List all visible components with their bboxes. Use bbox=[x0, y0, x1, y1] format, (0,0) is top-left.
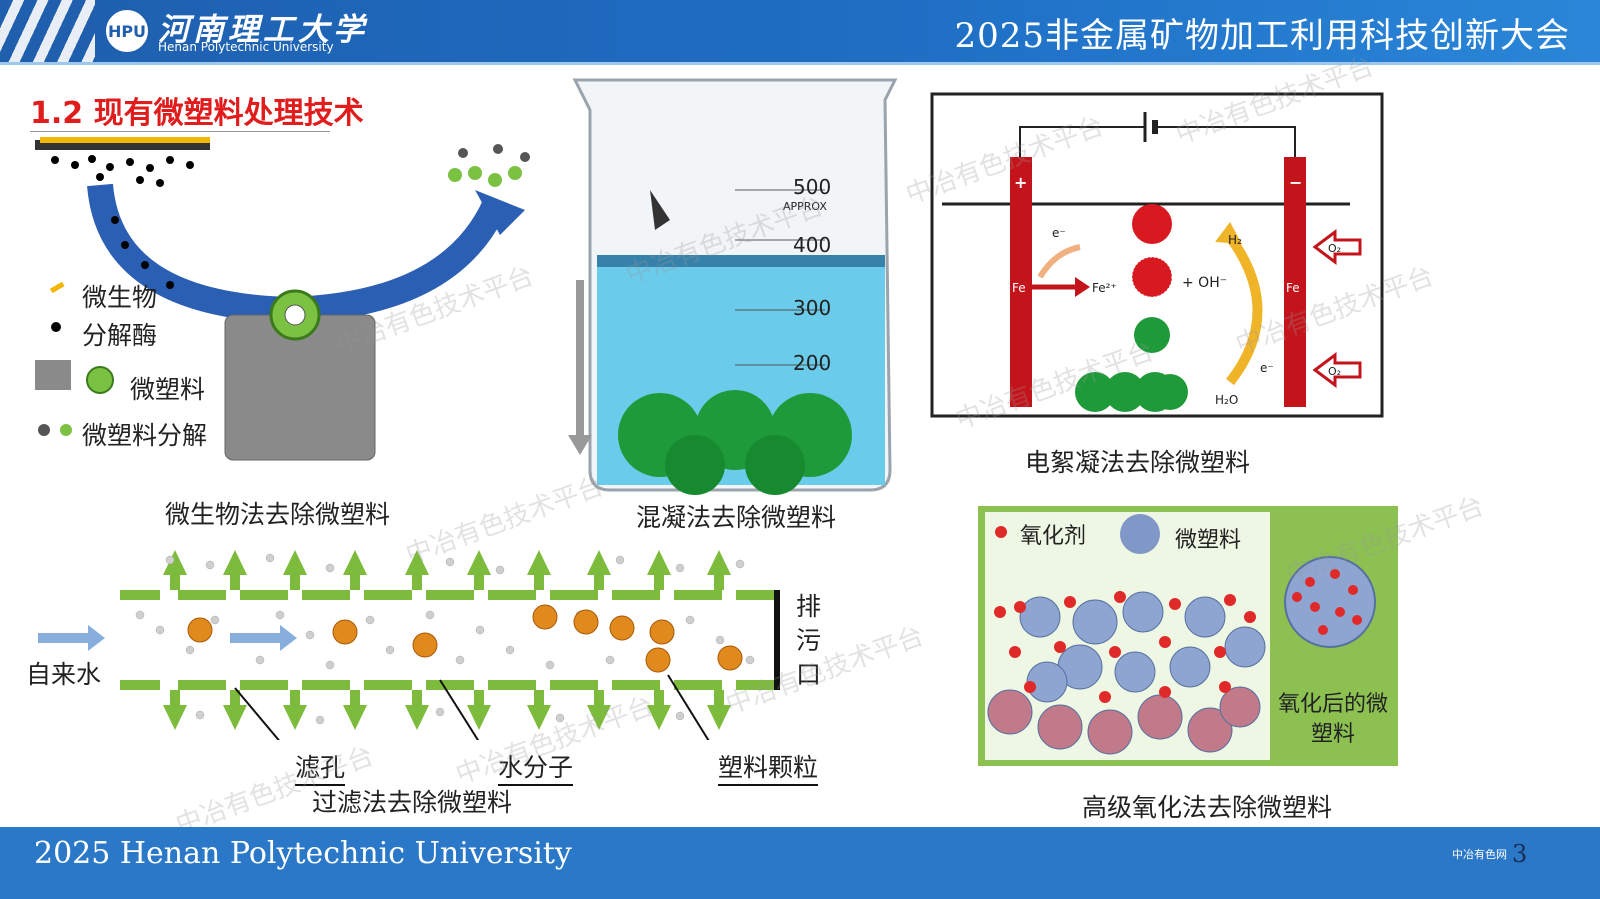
header-divider bbox=[0, 62, 1600, 65]
fe2-ion: Fe²⁺ bbox=[1092, 281, 1117, 295]
oxidation-diagram bbox=[987, 514, 1376, 755]
university-name-cn: 河南理工大学 bbox=[158, 12, 368, 48]
section-title: 1.2 现有微塑料处理技术 bbox=[30, 96, 364, 131]
legend-microplastic-swatch bbox=[86, 366, 114, 394]
filtration-caption: 过滤法去除微塑料 bbox=[312, 788, 513, 817]
legend-decomp-swatch-b bbox=[60, 424, 72, 436]
outlet-label: 排污口 bbox=[796, 592, 822, 689]
legend-microplastic: 微塑料 bbox=[130, 375, 206, 404]
legend-decomp-swatch-a bbox=[38, 424, 50, 436]
oxidized-label: 氧化后的微塑料 bbox=[1278, 692, 1389, 747]
microbial-caption: 微生物法去除微塑料 bbox=[165, 500, 391, 529]
gas-arrow bbox=[1225, 234, 1263, 386]
beaker-diagram: 500 APPROX 400 300 200 bbox=[568, 78, 898, 495]
o2-arrow-1 bbox=[1312, 229, 1362, 265]
oxidant-dots bbox=[994, 591, 1256, 703]
anode-fe: Fe bbox=[1012, 281, 1026, 295]
water-molecules bbox=[135, 553, 755, 725]
fe-floc-sphere bbox=[1131, 256, 1173, 298]
oxidation-caption: 高级氧化法去除微塑料 bbox=[1082, 793, 1333, 822]
hydroxide-label: + OH⁻ bbox=[1182, 275, 1227, 291]
arrow-enzyme-dots bbox=[111, 216, 174, 289]
mark-approx: APPROX bbox=[783, 200, 827, 213]
brand-logo-mark bbox=[650, 190, 670, 230]
membrane-top bbox=[120, 590, 778, 600]
flow-arrow bbox=[230, 633, 280, 643]
porous-cube bbox=[225, 315, 375, 460]
plastic-particle-label: 塑料颗粒 bbox=[718, 748, 819, 786]
membrane-bottom bbox=[120, 680, 778, 690]
cathode-fe: Fe bbox=[1286, 281, 1300, 295]
oxidized-particle-dots bbox=[1292, 569, 1362, 635]
inlet-arrow bbox=[38, 633, 88, 643]
microplastic-spheres bbox=[1019, 591, 1266, 703]
mark-400: 400 bbox=[793, 233, 831, 257]
legend-microplastic-swatch bbox=[1120, 514, 1160, 554]
oxidized-spheres bbox=[987, 686, 1261, 755]
header-bar bbox=[0, 0, 1600, 62]
conference-title: 2025非金属矿物加工利用科技创新大会 bbox=[954, 16, 1570, 56]
h2o-label: H₂O bbox=[1215, 393, 1238, 407]
inlet-label: 自来水 bbox=[26, 660, 102, 689]
mark-200: 200 bbox=[793, 351, 831, 375]
floc-cluster bbox=[1075, 372, 1188, 412]
filtration-diagram bbox=[38, 550, 780, 740]
permeate-arrows-down bbox=[163, 690, 731, 730]
electron-arrow bbox=[1037, 244, 1081, 279]
page-number: 3 bbox=[1512, 840, 1528, 868]
university-logo: HPU bbox=[104, 8, 150, 54]
plastic-particles bbox=[187, 604, 743, 673]
legend-microplastic-ox: 微塑料 bbox=[1175, 528, 1242, 553]
o2-label-1: O₂ bbox=[1328, 242, 1341, 255]
anode-sign: + bbox=[1014, 173, 1027, 192]
university-name-en: Henan Polytechnic University bbox=[158, 40, 334, 54]
electro-diagram: + − Fe Fe Fe²⁺ e⁻ + OH⁻ H₂ e⁻ H₂O O₂ O₂ bbox=[930, 92, 1384, 418]
electro-frame bbox=[930, 92, 1384, 418]
section-underline bbox=[30, 131, 330, 132]
pore-pointer bbox=[234, 687, 280, 740]
decomposed-products bbox=[448, 144, 530, 187]
enzyme-dots bbox=[51, 155, 194, 187]
h2-label: H₂ bbox=[1228, 233, 1242, 247]
o2-label-2: O₂ bbox=[1328, 365, 1341, 378]
microbial-diagram bbox=[35, 137, 530, 461]
legend-oxidant: 氧化剂 bbox=[1020, 524, 1087, 549]
legend-enzyme-swatch bbox=[51, 322, 61, 332]
permeate-arrows-up bbox=[163, 550, 731, 590]
o2-arrow-2 bbox=[1312, 352, 1362, 388]
cathode-sign: − bbox=[1289, 173, 1302, 192]
microbe-layer-base bbox=[35, 140, 210, 150]
legend-decomposition: 微塑料分解 bbox=[82, 421, 208, 450]
legend-microbe: 微生物 bbox=[82, 283, 158, 312]
electron-label: e⁻ bbox=[1052, 226, 1066, 240]
coagulation-caption: 混凝法去除微塑料 bbox=[636, 503, 837, 532]
electro-caption: 电絮凝法去除微塑料 bbox=[1025, 448, 1251, 477]
pore-label: 滤孔 bbox=[295, 748, 346, 786]
legend-cube-swatch bbox=[35, 360, 71, 390]
water-molecule-label: 水分子 bbox=[498, 748, 574, 786]
coagulated-particles bbox=[618, 390, 852, 495]
legend-microbe-swatch bbox=[49, 281, 65, 294]
outlet-wall bbox=[774, 590, 780, 690]
particle-pointer bbox=[667, 674, 710, 740]
legend-oxidant-swatch bbox=[995, 526, 1007, 538]
header-stripes bbox=[0, 0, 95, 62]
fe-ion-sphere bbox=[1132, 204, 1172, 244]
circuit-wire-left bbox=[1019, 126, 1145, 162]
cathode-electron-label: e⁻ bbox=[1260, 361, 1274, 375]
water-pointer bbox=[439, 679, 480, 740]
microplastic-sphere bbox=[1134, 317, 1170, 353]
mark-300: 300 bbox=[793, 296, 831, 320]
circuit-wire-right bbox=[1158, 126, 1296, 162]
footer-bar bbox=[0, 827, 1600, 899]
anode bbox=[1010, 157, 1032, 407]
footer-text: 2025 Henan Polytechnic University bbox=[34, 836, 572, 871]
site-watermark: 中冶有色网 bbox=[1452, 848, 1507, 861]
microbe-strands bbox=[40, 137, 210, 143]
cathode bbox=[1284, 157, 1306, 407]
mark-500: 500 bbox=[793, 175, 831, 199]
legend-enzyme: 分解酶 bbox=[82, 321, 158, 350]
